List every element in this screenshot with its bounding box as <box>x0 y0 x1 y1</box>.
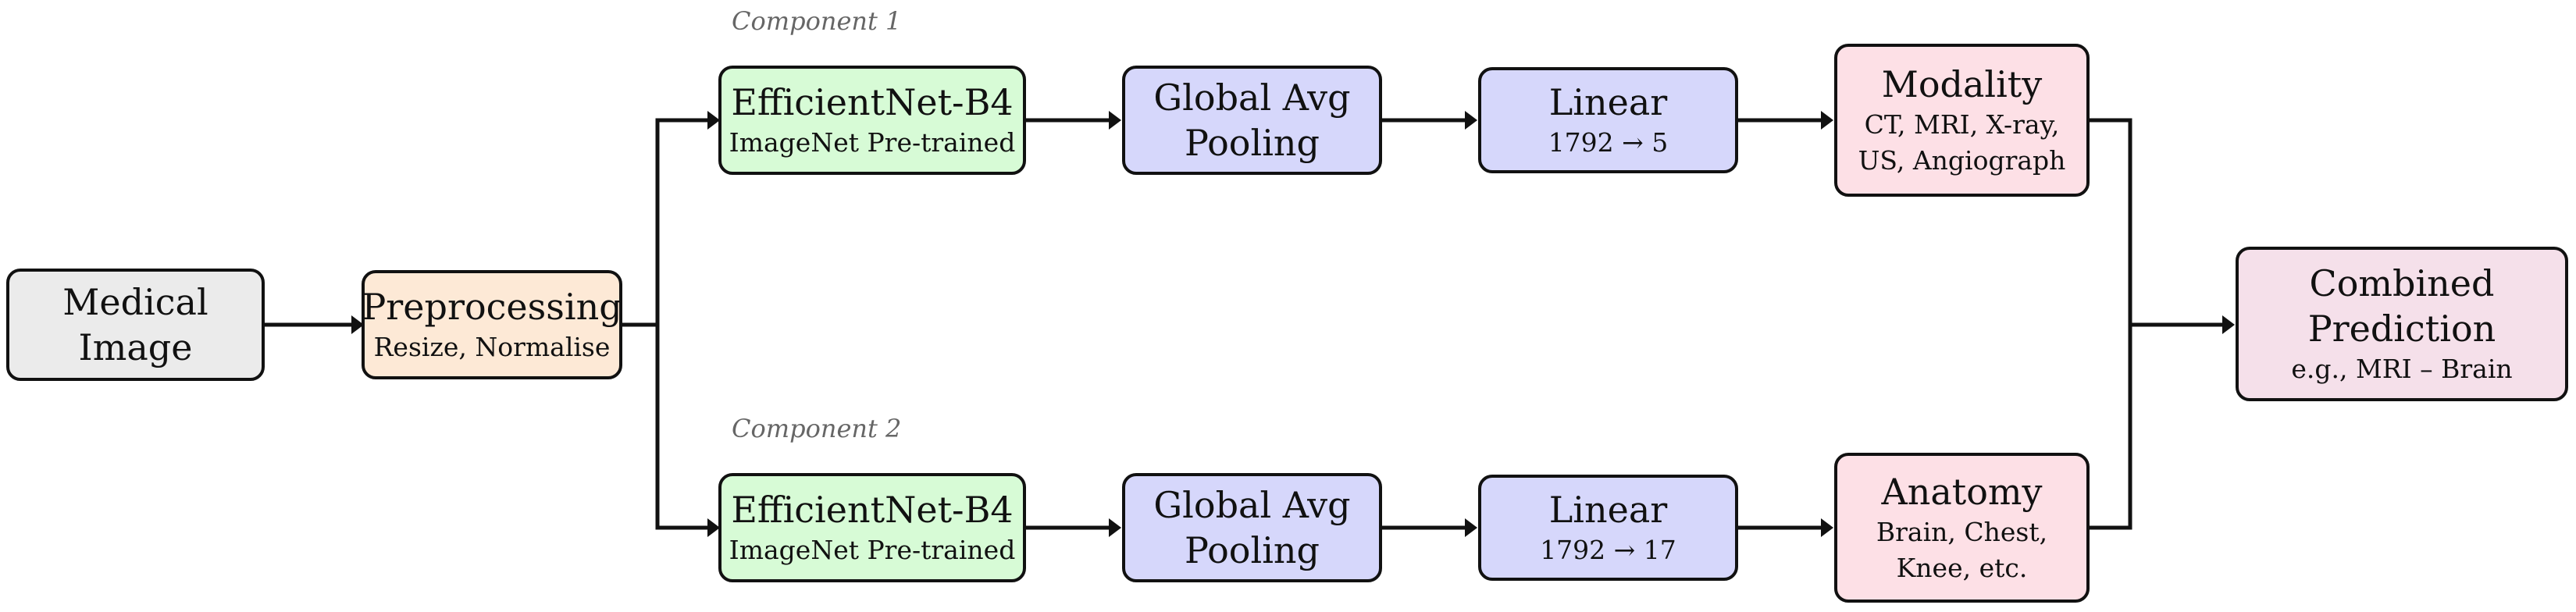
anatomy-title: Anatomy <box>1881 471 2043 513</box>
effnet1-sub: ImageNet Pre-trained <box>729 127 1016 158</box>
combined-title-line2: Prediction <box>2307 308 2496 350</box>
preprocessing-node: Preprocessing Resize, Normalise <box>362 270 622 379</box>
effnet1-title: EfficientNet-B4 <box>731 81 1014 123</box>
modality-sub-line1: CT, MRI, X-ray, <box>1864 109 2060 140</box>
component-2-label: Component 2 <box>732 414 902 443</box>
effnet1-node: EfficientNet-B4 ImageNet Pre-trained <box>718 66 1026 175</box>
gap1-title-line2: Pooling <box>1185 122 1320 164</box>
medical-image-title-line1: Medical <box>62 281 208 323</box>
anatomy-node: Anatomy Brain, Chest, Knee, etc. <box>1834 453 2090 603</box>
anatomy-sub-line1: Brain, Chest, <box>1876 517 2048 547</box>
arrow-preprocessing-to-branch2 <box>655 325 717 530</box>
gap2-title-line1: Global Avg <box>1153 484 1351 526</box>
preprocessing-sub: Resize, Normalise <box>373 332 611 362</box>
arrow-modality-merge <box>2090 118 2132 530</box>
modality-node: Modality CT, MRI, X-ray, US, Angiograph <box>1834 44 2090 197</box>
medical-image-node: Medical Image <box>6 269 265 381</box>
effnet2-node: EfficientNet-B4 ImageNet Pre-trained <box>718 473 1026 582</box>
linear2-title: Linear <box>1548 489 1668 531</box>
linear2-sub: 1792 → 17 <box>1540 535 1676 565</box>
combined-prediction-node: Combined Prediction e.g., MRI – Brain <box>2236 247 2568 401</box>
gap1-title-line1: Global Avg <box>1153 76 1351 119</box>
gap2-node: Global Avg Pooling <box>1122 473 1382 582</box>
effnet2-sub: ImageNet Pre-trained <box>729 535 1016 565</box>
component-1-label: Component 1 <box>732 6 902 36</box>
preprocessing-title: Preprocessing <box>362 286 622 328</box>
linear1-title: Linear <box>1548 81 1668 123</box>
arrow-preprocessing-split <box>622 118 717 327</box>
medical-image-title-line2: Image <box>78 326 193 368</box>
combined-title-line1: Combined <box>2309 262 2495 304</box>
combined-sub: e.g., MRI – Brain <box>2291 354 2513 384</box>
modality-title: Modality <box>1881 63 2043 105</box>
linear1-node: Linear 1792 → 5 <box>1478 67 1738 173</box>
effnet2-title: EfficientNet-B4 <box>731 489 1014 531</box>
linear1-sub: 1792 → 5 <box>1548 127 1669 158</box>
linear2-node: Linear 1792 → 17 <box>1478 475 1738 581</box>
gap1-node: Global Avg Pooling <box>1122 66 1382 175</box>
modality-sub-line2: US, Angiograph <box>1858 145 2066 176</box>
gap2-title-line2: Pooling <box>1185 529 1320 571</box>
anatomy-sub-line2: Knee, etc. <box>1896 553 2028 583</box>
